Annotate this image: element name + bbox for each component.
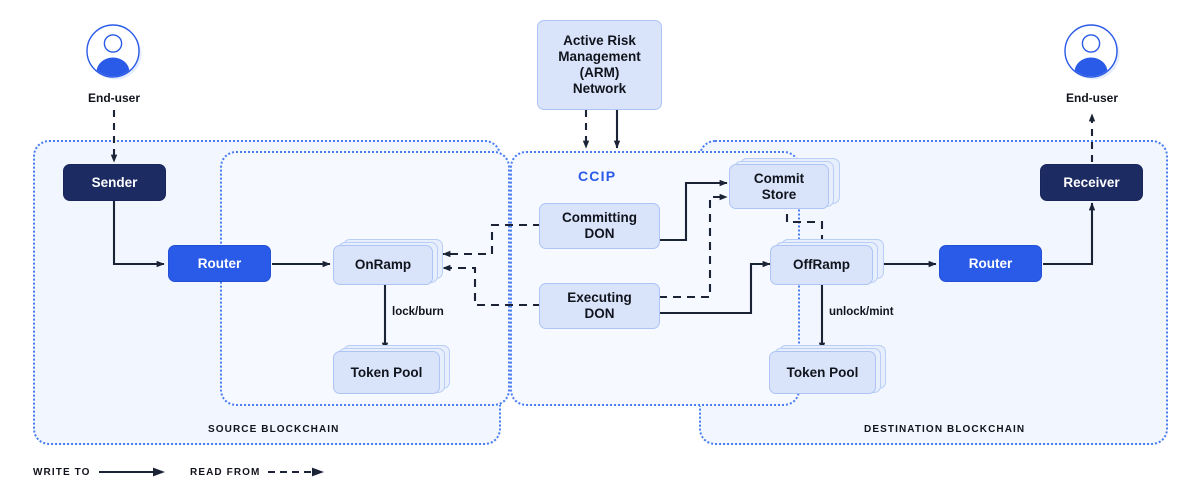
legend-read-from: READ FROM: [190, 466, 326, 478]
node-onramp[interactable]: OnRamp: [333, 245, 433, 285]
edge-label-lock-burn: lock/burn: [392, 306, 444, 318]
node-commit-store-line-0: Commit: [753, 170, 805, 186]
user-avatar-icon-receiver: [1062, 22, 1122, 82]
legend-write-to: WRITE TO: [33, 466, 167, 478]
legend-read-from-label: READ FROM: [190, 466, 261, 478]
node-router-source[interactable]: Router: [168, 245, 271, 282]
node-committing-don[interactable]: Committing DON: [539, 203, 660, 249]
node-committing-don-line-0: Committing: [562, 210, 637, 226]
node-offramp[interactable]: OffRamp: [770, 245, 873, 285]
node-onramp-label: OnRamp: [354, 257, 412, 273]
node-offramp-label: OffRamp: [793, 257, 850, 273]
user-avatar-icon-sender: [84, 22, 144, 82]
node-sender-label: Sender: [91, 174, 138, 190]
node-arm-line-1: Management: [558, 49, 641, 65]
node-router-destination-label: Router: [968, 255, 1013, 271]
node-executing-don-line-0: Executing: [567, 290, 632, 306]
legend-solid-arrow-icon: [98, 467, 165, 477]
node-receiver-label: Receiver: [1063, 174, 1120, 190]
node-executing-don[interactable]: Executing DON: [539, 283, 660, 329]
user-label-sender: End-user: [87, 91, 140, 105]
node-executing-don-line-1: DON: [584, 306, 615, 321]
legend-dashed-arrow-icon: [268, 467, 325, 477]
node-router-destination[interactable]: Router: [939, 245, 1042, 282]
node-receiver[interactable]: Receiver: [1040, 164, 1143, 201]
node-token-pool-source[interactable]: Token Pool: [333, 351, 440, 394]
node-committing-don-line-1: DON: [584, 226, 615, 241]
node-sender[interactable]: Sender: [63, 164, 166, 201]
edge-label-unlock-mint: unlock/mint: [829, 306, 894, 318]
node-arm-line-2: (ARM): [579, 65, 620, 80]
node-token-pool-source-label: Token Pool: [350, 364, 423, 380]
user-label-receiver: End-user: [1065, 91, 1118, 105]
legend-write-to-label: WRITE TO: [33, 466, 91, 478]
region-label-source-blockchain: SOURCE BLOCKCHAIN: [208, 424, 340, 435]
ccip-label: CCIP: [578, 168, 617, 184]
node-token-pool-destination[interactable]: Token Pool: [769, 351, 876, 394]
node-commit-store-line-1: Store: [761, 186, 797, 202]
node-commit-store[interactable]: Commit Store: [729, 164, 829, 209]
region-label-destination-blockchain: DESTINATION BLOCKCHAIN: [864, 424, 1026, 435]
node-arm-line-0: Active Risk: [563, 33, 636, 49]
node-router-source-label: Router: [197, 255, 242, 271]
node-token-pool-destination-label: Token Pool: [786, 364, 859, 380]
node-arm-line-3: Network: [572, 80, 627, 96]
node-arm-network[interactable]: Active Risk Management (ARM) Network: [537, 20, 662, 110]
